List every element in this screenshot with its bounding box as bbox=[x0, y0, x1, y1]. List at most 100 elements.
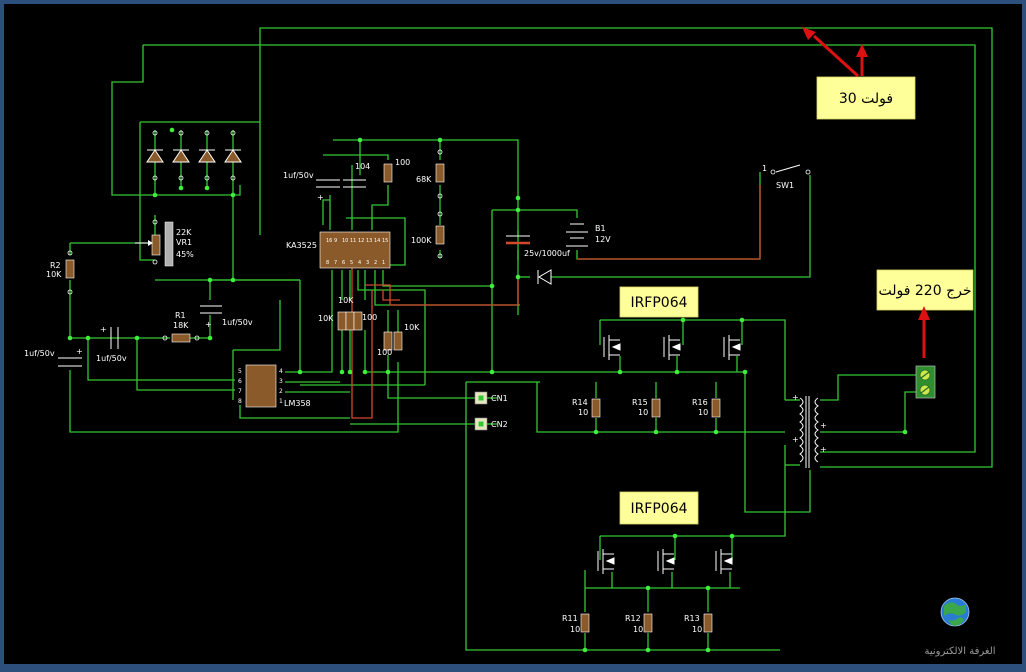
mosfet-bank-top bbox=[603, 335, 741, 360]
svg-text:100: 100 bbox=[377, 348, 392, 357]
ka3525-label: KA3525 bbox=[286, 241, 317, 250]
b1-label: B1 bbox=[595, 224, 606, 233]
resistor-10k-c: 10K bbox=[393, 323, 420, 351]
svg-text:R13: R13 bbox=[684, 614, 700, 623]
callout-mosfet-top: IRFP064 bbox=[619, 286, 699, 318]
svg-text:8: 8 bbox=[238, 398, 242, 405]
resistor-100k: 100K bbox=[411, 211, 445, 259]
resistor-r13: R13 10 bbox=[684, 613, 713, 634]
resistor-r15: R15 10 bbox=[632, 398, 661, 418]
svg-text:1: 1 bbox=[762, 164, 767, 173]
svg-text:+: + bbox=[792, 435, 799, 444]
capacitor-c-mid: + 1uf/50v bbox=[96, 325, 127, 363]
callout-30v: 30 فولت bbox=[802, 27, 916, 120]
svg-text:9: 9 bbox=[334, 238, 337, 244]
resistor-r14: R14 10 bbox=[572, 398, 601, 418]
svg-text:10: 10 bbox=[638, 408, 648, 417]
resistor-r1: R1 18K bbox=[162, 311, 200, 343]
svg-text:+: + bbox=[820, 421, 827, 430]
wires-red bbox=[351, 185, 761, 419]
callout-30v-text: 30 فولت bbox=[839, 91, 893, 107]
mosfet-bank-bottom bbox=[597, 549, 733, 574]
svg-text:+: + bbox=[792, 393, 799, 402]
svg-text:R14: R14 bbox=[572, 398, 588, 407]
svg-text:R12: R12 bbox=[625, 614, 641, 623]
c-left-value: 1uf/50v bbox=[24, 349, 55, 358]
capacitor-c-top: + 1uf/50v bbox=[283, 171, 340, 202]
svg-text:+: + bbox=[76, 347, 83, 356]
resistor-100-mid: 100 bbox=[353, 311, 377, 331]
svg-text:10: 10 bbox=[692, 625, 702, 634]
lm358-label: LM358 bbox=[284, 399, 311, 408]
svg-text:+: + bbox=[100, 325, 107, 334]
connector-cn1: CN1 bbox=[474, 391, 508, 405]
svg-text:68K: 68K bbox=[416, 175, 432, 184]
mosfet-top-label: IRFP064 bbox=[630, 295, 687, 311]
svg-text:15: 15 bbox=[382, 238, 388, 244]
globe-icon bbox=[940, 597, 970, 627]
cap104-label: 104 bbox=[355, 162, 370, 171]
battery-b1: B1 12V bbox=[566, 223, 611, 247]
logo-text: الغرفة الالكترونية bbox=[924, 646, 995, 657]
r1-value: 18K bbox=[173, 321, 189, 330]
sw1-label: SW1 bbox=[776, 181, 794, 190]
svg-text:2: 2 bbox=[279, 388, 283, 395]
svg-text:10: 10 bbox=[342, 238, 348, 244]
svg-text:16: 16 bbox=[326, 238, 332, 244]
svg-text:14: 14 bbox=[374, 238, 380, 244]
capacitor-c-left: + 1uf/50v bbox=[24, 347, 83, 367]
svg-text:10: 10 bbox=[570, 625, 580, 634]
svg-text:7: 7 bbox=[334, 260, 337, 266]
resistor-r16: R16 10 bbox=[692, 398, 721, 418]
svg-text:7: 7 bbox=[238, 388, 242, 395]
svg-text:R11: R11 bbox=[562, 614, 578, 623]
transformer: + + + + bbox=[792, 393, 827, 468]
svg-text:3: 3 bbox=[279, 378, 283, 385]
resistor-100-top: 100 bbox=[383, 158, 410, 183]
output-terminal bbox=[915, 365, 936, 399]
svg-text:6: 6 bbox=[342, 260, 345, 266]
callout-220v: خرج 220 فولت bbox=[876, 269, 974, 358]
svg-text:3: 3 bbox=[366, 260, 369, 266]
capacitor-104: 104 bbox=[343, 162, 370, 188]
svg-text:13: 13 bbox=[366, 238, 372, 244]
vr1-value: 22K bbox=[176, 228, 192, 237]
svg-text:5: 5 bbox=[350, 260, 353, 266]
site-logo: الغرفة الالكترونية bbox=[924, 597, 996, 657]
switch-sw1[interactable]: 1 SW1 bbox=[762, 164, 811, 190]
svg-text:8: 8 bbox=[326, 260, 329, 266]
svg-text:12: 12 bbox=[358, 238, 364, 244]
svg-text:10K: 10K bbox=[404, 323, 420, 332]
svg-text:+: + bbox=[205, 320, 212, 329]
c-mid-value: 1uf/50v bbox=[96, 354, 127, 363]
svg-text:CN2: CN2 bbox=[491, 420, 508, 429]
r2-value: 10K bbox=[46, 270, 62, 279]
svg-text:R15: R15 bbox=[632, 398, 648, 407]
svg-text:10: 10 bbox=[578, 408, 588, 417]
callout-mosfet-bottom: IRFP064 bbox=[619, 491, 699, 525]
c-top-value: 1uf/50v bbox=[283, 171, 314, 180]
capacitor-big: 25v/1000uf bbox=[506, 235, 570, 258]
svg-text:+: + bbox=[317, 193, 324, 202]
vr1-position: 45% bbox=[176, 250, 194, 259]
svg-text:100K: 100K bbox=[411, 236, 432, 245]
resistor-100-low: 100 bbox=[377, 331, 393, 357]
diode-supply bbox=[537, 269, 552, 285]
svg-text:4: 4 bbox=[279, 368, 283, 375]
callout-220v-text: خرج 220 فولت bbox=[879, 283, 972, 299]
svg-text:5: 5 bbox=[238, 368, 242, 375]
big-cap-value: 25v/1000uf bbox=[524, 249, 570, 258]
svg-text:100: 100 bbox=[395, 158, 410, 167]
svg-text:1: 1 bbox=[279, 398, 283, 405]
svg-text:10K: 10K bbox=[318, 314, 334, 323]
svg-text:10: 10 bbox=[633, 625, 643, 634]
connector-cn2: CN2 bbox=[474, 417, 508, 431]
svg-text:100: 100 bbox=[362, 313, 377, 322]
potentiometer-vr1: 22K VR1 45% bbox=[135, 219, 194, 267]
svg-text:2: 2 bbox=[374, 260, 377, 266]
svg-text:CN1: CN1 bbox=[491, 394, 508, 403]
c-vr-value: 1uf/50v bbox=[222, 318, 253, 327]
resistor-r12: R12 10 bbox=[625, 613, 653, 634]
